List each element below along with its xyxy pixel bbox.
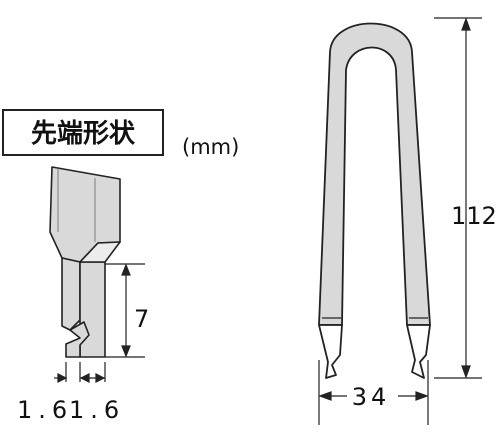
dim-tip-gap-1-label: 1.6 [17,396,73,424]
tip-detail-hatch [57,168,96,242]
dim-tip-gaps [54,362,106,383]
dim-tip-height [105,263,145,358]
tip-label: 先端形状 [31,119,136,149]
u-tweezer-body [318,22,431,379]
dim-width [318,360,429,425]
dim-tip-gap-2-label: 1.6 [69,396,125,424]
dim-tip-height-label: 7 [134,305,149,333]
tip-label-box [2,109,164,156]
dim-total-height [434,17,482,379]
unit-label: (mm) [182,135,239,159]
tip-detail-drawing [49,166,121,358]
dim-total-height-label: 112 [451,202,497,230]
dim-width-label: 34 [352,383,391,411]
